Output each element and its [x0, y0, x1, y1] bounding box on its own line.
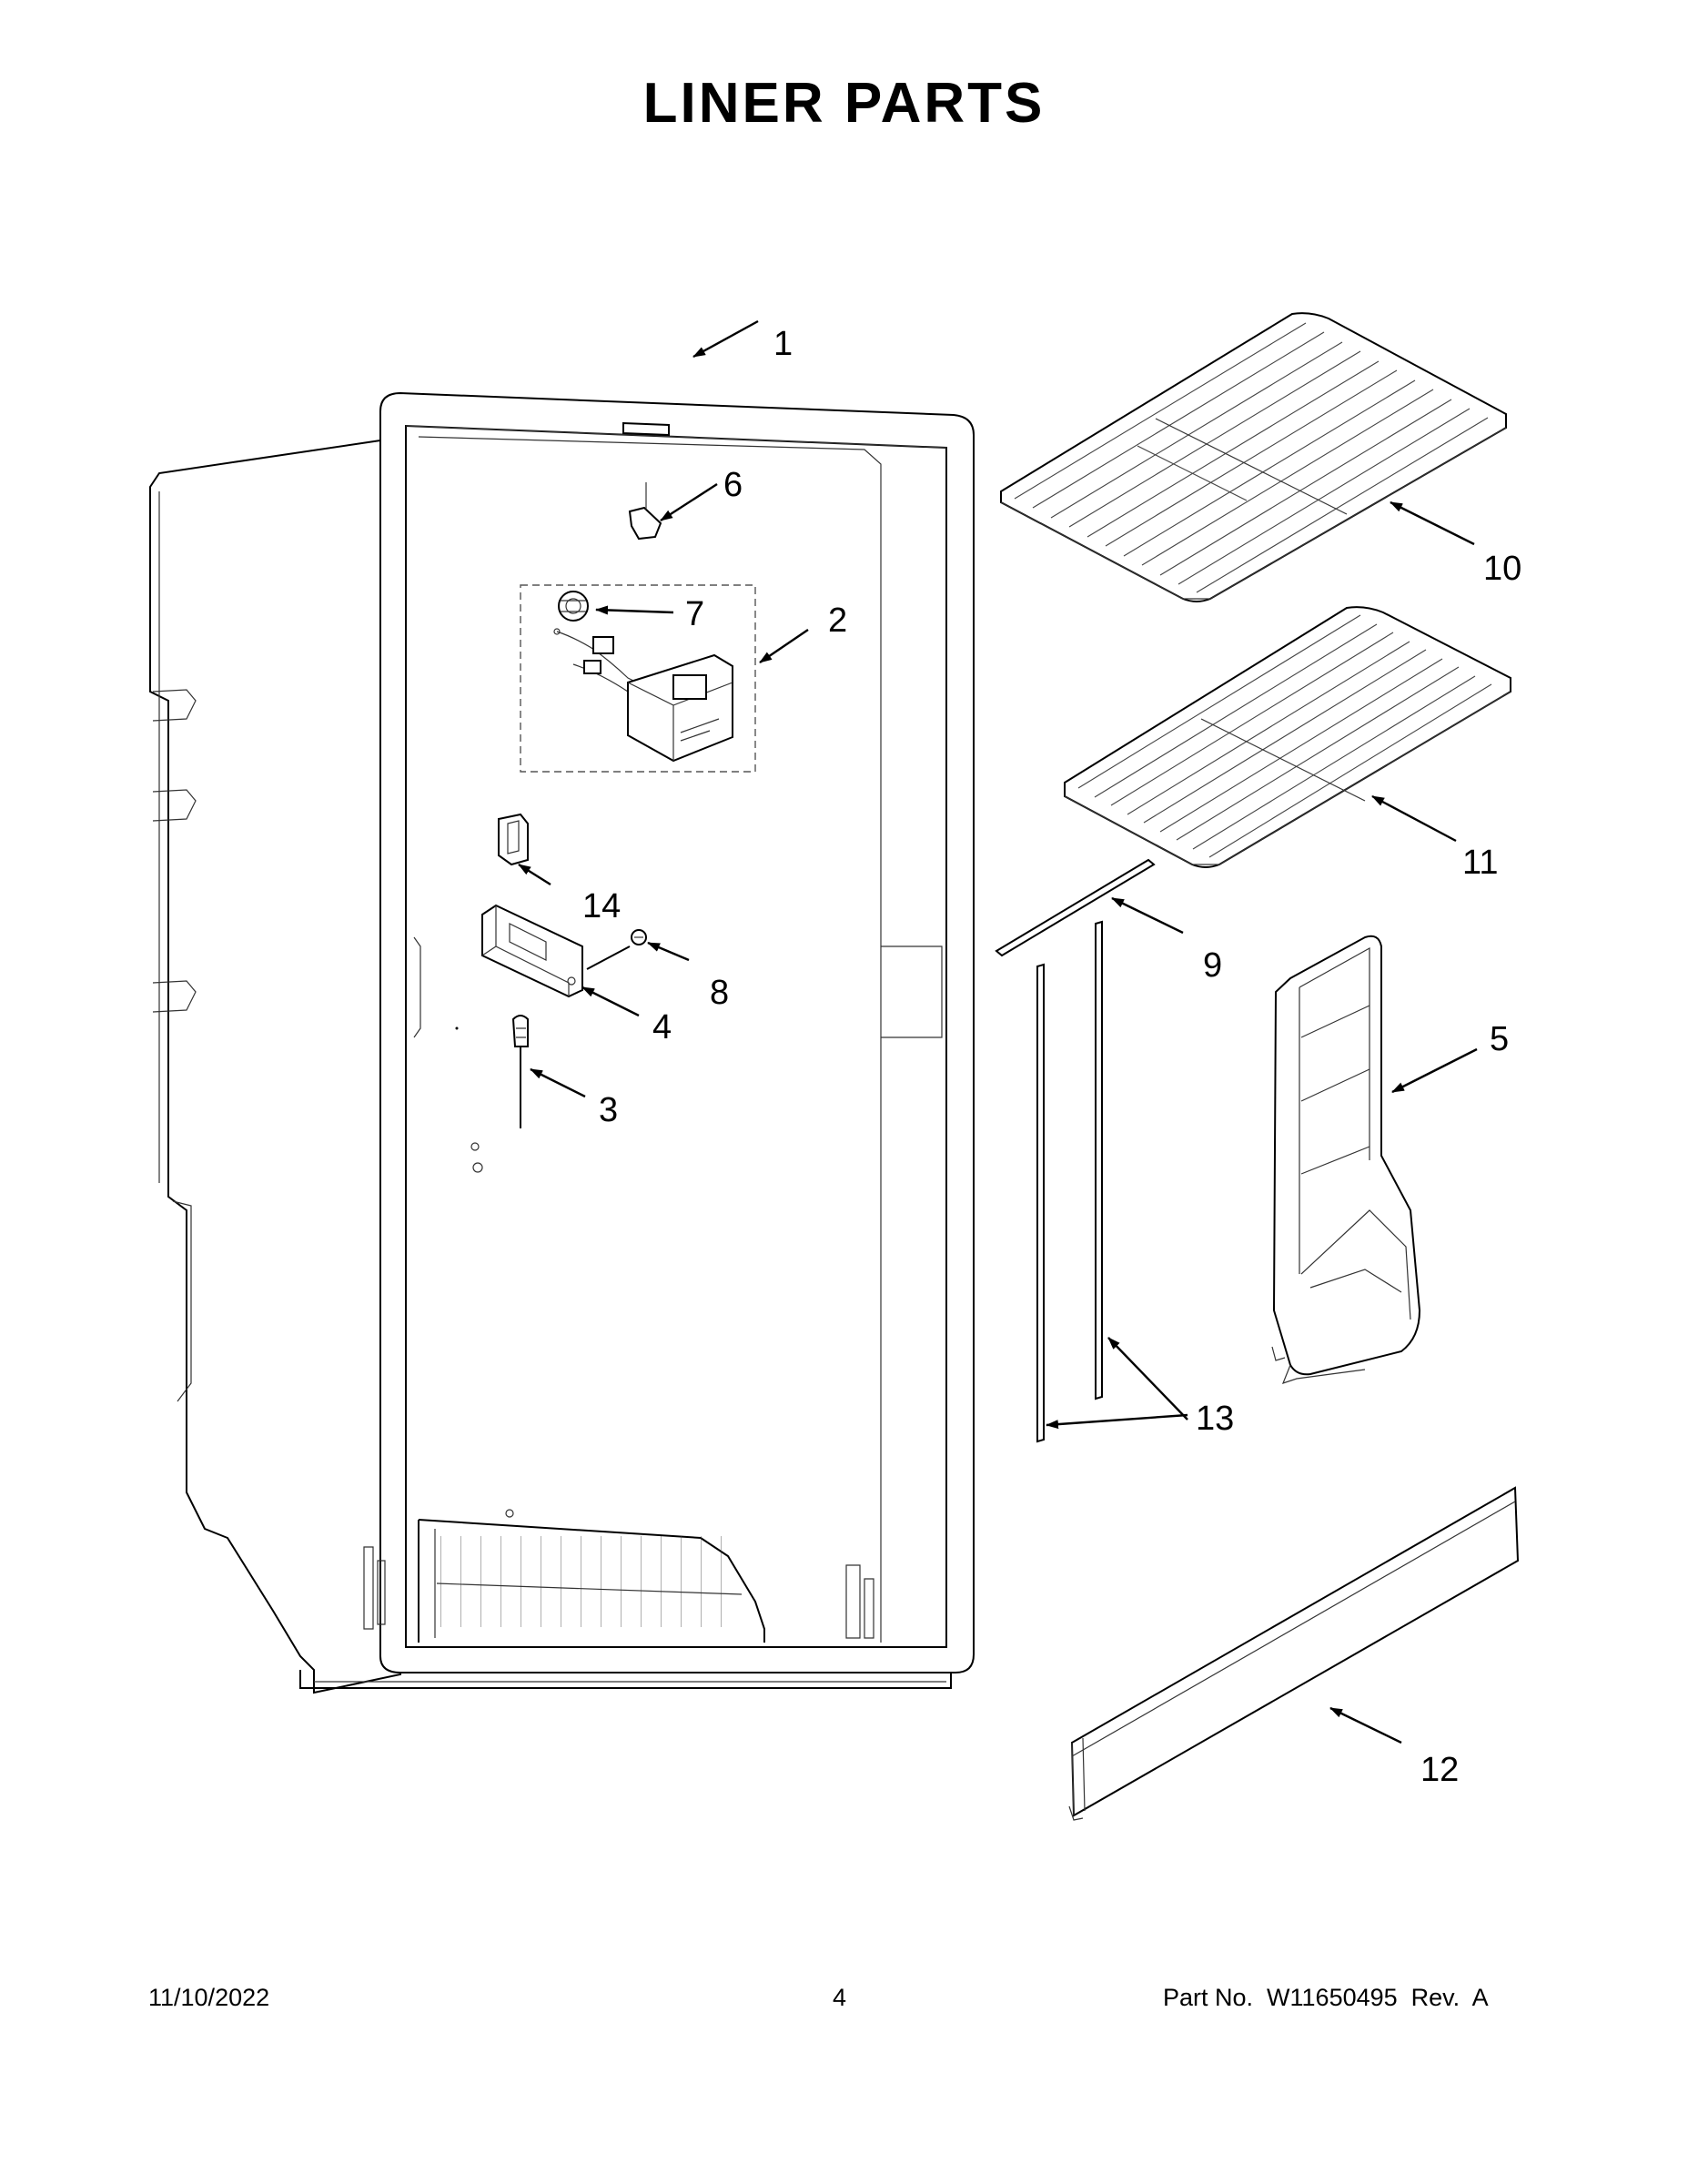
part-13-rods — [1036, 920, 1103, 1443]
part-7-thermostat-knob — [558, 591, 589, 622]
part-2-control-assembly — [520, 584, 756, 773]
callout-14: 14 — [582, 887, 621, 925]
part-3-sensor — [511, 1015, 529, 1128]
part-9-rod — [995, 858, 1156, 957]
footer-date: 11/10/2022 — [148, 1984, 270, 2011]
part-6-clip — [628, 482, 662, 541]
callout-1: 1 — [773, 325, 793, 363]
callout-labels: 1 2 3 4 5 6 7 8 9 10 11 12 13 14 — [582, 325, 1521, 1789]
part-5-air-duct — [1271, 935, 1421, 1384]
footer-part-number: Part No. W11650495 Rev. A — [1163, 1984, 1489, 2011]
part-11-shelf — [1064, 606, 1511, 868]
callout-11: 11 — [1462, 844, 1498, 882]
callout-3: 3 — [599, 1091, 618, 1129]
shelf-10-rails — [1014, 322, 1489, 593]
callout-2: 2 — [828, 602, 847, 640]
callout-10: 10 — [1483, 550, 1521, 588]
callout-12: 12 — [1420, 1751, 1459, 1789]
liner-body — [149, 391, 975, 1694]
callout-9: 9 — [1203, 946, 1222, 985]
callout-4: 4 — [652, 1008, 672, 1046]
part-10-shelf — [1000, 312, 1507, 602]
callout-8: 8 — [710, 974, 729, 1012]
callout-5: 5 — [1490, 1020, 1509, 1058]
part-8-screw — [586, 929, 647, 970]
shelf-11-rails — [1077, 614, 1492, 858]
callout-13: 13 — [1196, 1400, 1234, 1438]
callout-6: 6 — [723, 466, 743, 504]
part-14-bracket — [498, 813, 529, 866]
callout-7: 7 — [685, 595, 704, 633]
footer-page-number: 4 — [833, 1984, 847, 2011]
page-title: LINER PARTS — [642, 72, 1046, 135]
leader-lines — [518, 319, 1478, 1744]
part-12-front-panel — [1068, 1486, 1520, 1821]
